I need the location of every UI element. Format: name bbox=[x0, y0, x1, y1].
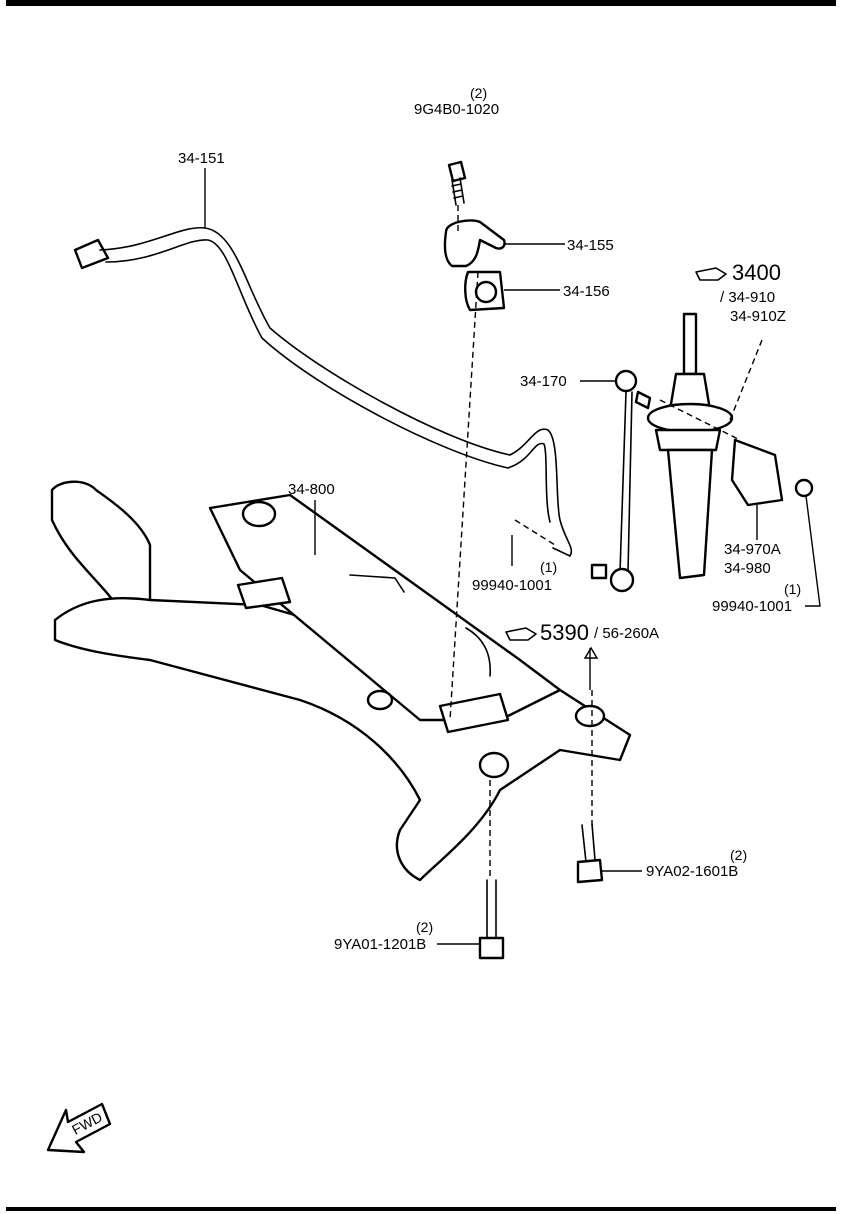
label-strut-section: 3400 bbox=[732, 260, 781, 285]
qty-nut-left: (1) bbox=[540, 559, 557, 575]
label-crossmember: 34-800 bbox=[288, 481, 335, 498]
qty-bolt-right: (2) bbox=[730, 847, 747, 863]
qty-nut-right: (1) bbox=[784, 581, 801, 597]
stabilizer-bar bbox=[73, 226, 573, 557]
label-link: 34-170 bbox=[520, 373, 567, 390]
top-rule bbox=[6, 0, 836, 6]
callout-labels: 34-151 (2) 9G4B0-1020 34-155 34-156 3400… bbox=[178, 85, 801, 953]
stabilizer-link bbox=[590, 369, 652, 593]
assembly-lines bbox=[449, 205, 763, 880]
strut-assembly bbox=[646, 312, 814, 580]
label-nut-right: 99940-1001 bbox=[712, 598, 792, 615]
label-engine-part: / 56-260A bbox=[594, 625, 659, 642]
bottom-rule bbox=[6, 1207, 836, 1211]
label-engine-section: 5390 bbox=[540, 620, 589, 645]
bottom-bolt-right bbox=[576, 823, 604, 884]
forward-arrow-icon: FWD bbox=[46, 1102, 112, 1154]
label-mount-2: 34-980 bbox=[724, 560, 771, 577]
label-bracket: 34-155 bbox=[567, 237, 614, 254]
pointing-hand-icon bbox=[695, 267, 727, 281]
label-mount-1: 34-970A bbox=[724, 541, 781, 558]
label-bolt-right: 9YA02-1601B bbox=[646, 863, 738, 880]
bracket-bolt bbox=[447, 160, 467, 206]
label-bushing: 34-156 bbox=[563, 283, 610, 300]
stabilizer-bracket bbox=[443, 219, 506, 268]
label-strut-part-2: 34-910Z bbox=[730, 308, 786, 325]
label-bolt-bottom: 9YA01-1201B bbox=[334, 936, 426, 953]
qty-bolt-bottom: (2) bbox=[416, 919, 433, 935]
crossmember bbox=[50, 480, 632, 882]
bottom-bolt-left bbox=[478, 879, 505, 960]
leader-lines bbox=[204, 168, 821, 945]
stabilizer-bushing bbox=[464, 270, 506, 312]
label-nut-left: 99940-1001 bbox=[472, 577, 552, 594]
pointing-hand-icon bbox=[505, 627, 537, 641]
label-stabilizer-bar: 34-151 bbox=[178, 150, 225, 167]
label-strut-part-1: / 34-910 bbox=[720, 289, 775, 306]
label-bolt-top: 9G4B0-1020 bbox=[414, 101, 499, 118]
qty-bolt-top: (2) bbox=[470, 85, 487, 101]
